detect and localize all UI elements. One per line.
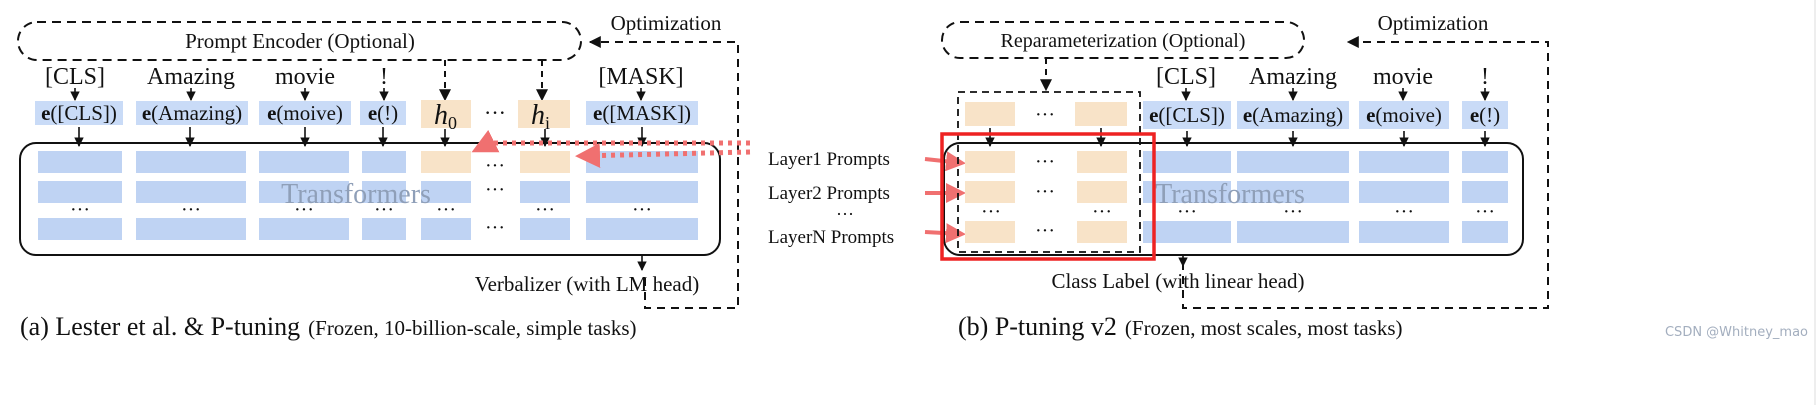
embed-excl-b: e(!) (1470, 103, 1500, 127)
token-excl-b: ! (1481, 64, 1489, 90)
panel-b: Reparameterization (Optional) Optimizati… (940, 11, 1808, 341)
pink-arrow-to-hi (575, 143, 751, 169)
embed-amazing-a: e(Amazing) (142, 101, 242, 125)
pink-arrow-to-h0 (471, 129, 750, 153)
token-amazing-b: Amazing (1249, 64, 1337, 90)
layer-dots: ··· (836, 204, 854, 224)
transformers-block-a (19, 142, 721, 256)
prompt-dots-a: ··· (484, 100, 506, 125)
svg-text:···: ··· (1177, 201, 1197, 223)
transformers-label-b: Transformers (1155, 179, 1305, 210)
highlight-box (940, 132, 1156, 261)
optimization-loop-a (588, 36, 739, 309)
optimization-label-b: Optimization (1378, 11, 1489, 35)
layern-prompts-label: LayerN Prompts (768, 227, 894, 248)
prompt-encoder-box (17, 21, 582, 61)
svg-text:···: ··· (1283, 201, 1303, 223)
svg-text:···: ··· (294, 199, 314, 221)
token-mask-a: [MASK] (598, 64, 683, 90)
layer-prompts-legend: Layer1 Prompts Layer2 Prompts ··· LayerN… (768, 149, 966, 248)
prompt-encoder-label: Prompt Encoder (Optional) (185, 29, 415, 53)
svg-text:···: ··· (1035, 104, 1055, 126)
embed-mask-a: e([MASK]) (593, 101, 691, 125)
svg-text:···: ··· (632, 199, 652, 221)
svg-text:···: ··· (1092, 201, 1112, 223)
svg-text:···: ··· (981, 201, 1001, 223)
embed-excl-a: e(!) (368, 101, 398, 125)
layer2-prompts-label: Layer2 Prompts (768, 183, 890, 204)
prompt-hi: hi (531, 100, 550, 133)
reparam-box (941, 21, 1305, 59)
panel-a: Prompt Encoder (Optional) Optimization [… (17, 11, 751, 341)
token-cls-b: [CLS] (1156, 64, 1216, 90)
token-cls-a: [CLS] (45, 64, 105, 90)
prompt-dashed-container (957, 91, 1141, 253)
transformers-label-a: Transformers (281, 179, 431, 210)
transformers-block-b (943, 142, 1524, 256)
token-movie-b: movie (1373, 64, 1433, 90)
verbalizer-label: Verbalizer (with LM head) (475, 272, 700, 296)
watermark: CSDN @Whitney_mao (1665, 325, 1808, 340)
layer1-prompts-label: Layer1 Prompts (768, 149, 890, 170)
reparam-label: Reparameterization (Optional) (1001, 30, 1246, 52)
prompt-h0: h0 (434, 100, 457, 133)
svg-text:···: ··· (70, 199, 90, 221)
svg-text:···: ··· (1035, 181, 1055, 203)
token-amazing-a: Amazing (147, 64, 235, 90)
embed-amazing-b: e(Amazing) (1243, 103, 1343, 127)
embed-movie-b: e(moive) (1366, 103, 1442, 127)
svg-text:···: ··· (1035, 220, 1055, 242)
svg-text:···: ··· (436, 199, 456, 221)
embed-movie-a: e(moive) (267, 101, 343, 125)
svg-text:···: ··· (485, 155, 505, 177)
caption-b: (b) P-tuning v2(Frozen, most scales, mos… (958, 312, 1403, 341)
svg-text:···: ··· (374, 199, 394, 221)
optimization-label-a: Optimization (611, 11, 722, 35)
svg-text:···: ··· (485, 179, 505, 201)
caption-a: (a) Lester et al. & P-tuning(Frozen, 10-… (20, 312, 636, 341)
embed-cls-b: e([CLS]) (1149, 103, 1225, 127)
svg-text:···: ··· (181, 199, 201, 221)
optimization-loop-b (1182, 36, 1549, 309)
svg-text:···: ··· (1035, 151, 1055, 173)
token-excl-a: ! (380, 64, 388, 90)
embed-cls-a: e([CLS]) (41, 101, 117, 125)
token-movie-a: movie (275, 64, 335, 90)
class-label: Class Label (with linear head) (1051, 269, 1304, 293)
svg-text:···: ··· (485, 217, 505, 239)
svg-text:···: ··· (535, 199, 555, 221)
svg-text:···: ··· (1394, 201, 1414, 223)
svg-text:···: ··· (1475, 201, 1495, 223)
